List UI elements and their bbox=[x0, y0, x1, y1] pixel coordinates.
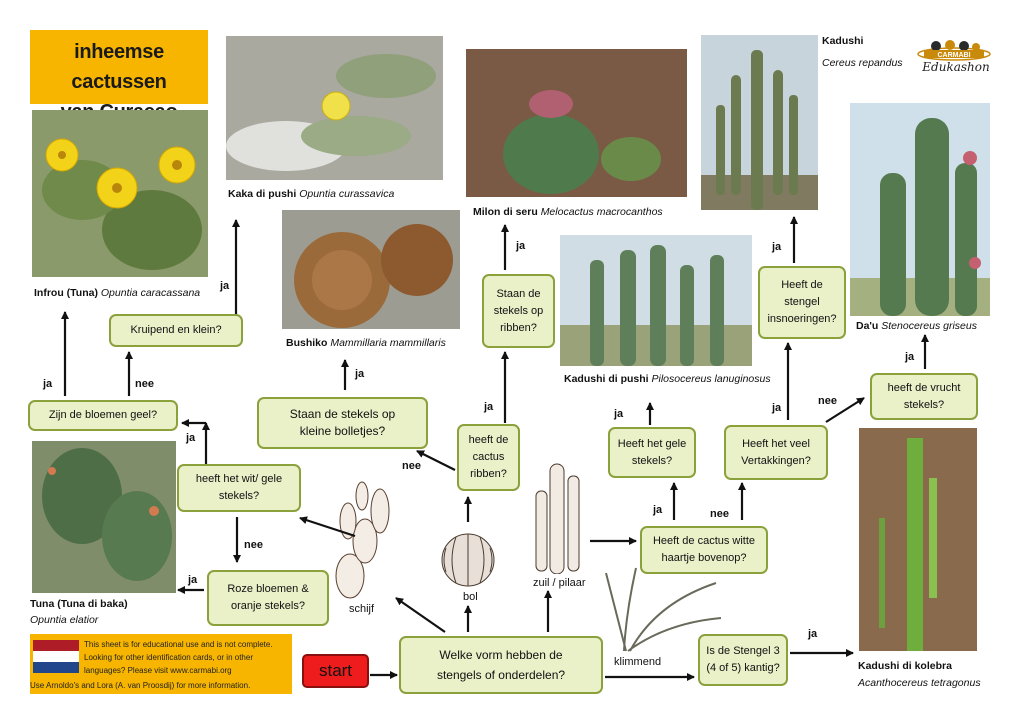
answer-yes: ja bbox=[186, 432, 196, 444]
answer-yes: ja bbox=[43, 378, 53, 390]
question-fruit-spines[interactable]: heeft de vrucht stekels? bbox=[870, 373, 978, 420]
photo-kaka-di-pushi bbox=[226, 36, 443, 180]
logo-brand: CARMABI bbox=[937, 52, 970, 59]
question-pink-flowers[interactable]: Roze bloemen & oranje stekels? bbox=[207, 570, 329, 626]
species-kolebra-latin: Acanthocereus tetragonus bbox=[858, 677, 981, 689]
answer-yes: ja bbox=[188, 574, 198, 586]
question-shape[interactable]: Welke vorm hebben de stengels of onderde… bbox=[399, 636, 603, 694]
photo-infrou bbox=[32, 110, 208, 277]
shape-label-disc: schijf bbox=[349, 603, 375, 615]
answer-no: nee bbox=[710, 508, 729, 520]
species-tuna-latin: Opuntia elatior bbox=[30, 614, 99, 626]
answer-yes: ja bbox=[653, 504, 663, 516]
photo-bushiko bbox=[282, 210, 460, 329]
question-constrictions[interactable]: Heeft de stengel insnoeringen? bbox=[758, 266, 846, 339]
species-milon: Milon di seru Melocactus macrocanthos bbox=[473, 206, 663, 218]
question-spines-bumps[interactable]: Staan de stekels op kleine bolletjes? bbox=[257, 397, 428, 449]
title-line-1: inheemse cactussen bbox=[71, 41, 167, 93]
question-has-ribs[interactable]: heeft de cactus ribben? bbox=[457, 424, 520, 491]
species-kadushi-latin: Cereus repandus bbox=[822, 57, 903, 69]
ball-shape-sketch bbox=[441, 533, 495, 587]
answer-yes: ja bbox=[905, 351, 915, 363]
photo-kadushi-di-kolebra bbox=[859, 428, 977, 651]
answer-no: nee bbox=[402, 460, 421, 472]
answer-no: nee bbox=[135, 378, 154, 390]
answer-yes: ja bbox=[808, 628, 818, 640]
shape-label-climbing: klimmend bbox=[614, 656, 662, 668]
climbing-shape-sketch bbox=[605, 567, 722, 652]
question-yellow-flowers[interactable]: Zijn de bloemen geel? bbox=[28, 400, 178, 431]
species-kaka: Kaka di pushi Opuntia curassavica bbox=[228, 188, 395, 200]
question-white-yellow-spines[interactable]: heeft het wit/ gele stekels? bbox=[177, 464, 301, 512]
species-bushiko: Bushiko Mammillaria mammillaris bbox=[286, 337, 446, 349]
question-spines-on-ribs[interactable]: Staan de stekels op ribben? bbox=[482, 274, 555, 348]
species-kadushi-common: Kadushi bbox=[822, 35, 864, 47]
answer-yes: ja bbox=[516, 240, 526, 252]
logo-script: Edukashon bbox=[921, 60, 989, 74]
question-many-branches[interactable]: Heeft het veel Vertakkingen? bbox=[724, 425, 828, 480]
species-kolebra-common: Kadushi di kolebra bbox=[858, 660, 952, 672]
photo-dau bbox=[850, 103, 990, 316]
answer-yes: ja bbox=[220, 280, 230, 292]
carmabi-logo: CARMABI Edukashon bbox=[910, 40, 998, 74]
answer-yes: ja bbox=[772, 402, 782, 414]
shape-label-column: zuil / pilaar bbox=[533, 577, 586, 589]
notice-footer: Use Arnoldo's and Lora (A. van Proosdij)… bbox=[30, 681, 251, 690]
answer-yes: ja bbox=[614, 408, 624, 420]
photo-kadushi bbox=[701, 35, 818, 210]
photo-milon-di-seru bbox=[466, 49, 687, 197]
question-creeping-small[interactable]: Kruipend en klein? bbox=[109, 314, 243, 347]
species-infrou: Infrou (Tuna) Opuntia caracassana bbox=[34, 287, 201, 299]
question-white-hairs[interactable]: Heeft de cactus witte haartje bovenop? bbox=[640, 526, 768, 574]
question-angled-stem[interactable]: Is de Stengel 3 (4 of 5) kantig? bbox=[698, 634, 788, 686]
start-button[interactable]: start bbox=[302, 654, 369, 688]
species-kadushi-di-pushi: Kadushi di pushi Pilosocereus lanuginosu… bbox=[564, 373, 771, 385]
answer-yes: ja bbox=[772, 241, 782, 253]
answer-no: nee bbox=[244, 539, 263, 551]
answer-yes: ja bbox=[355, 368, 365, 380]
species-tuna-common: Tuna (Tuna di baka) bbox=[30, 598, 128, 610]
photo-kadushi-di-pushi bbox=[560, 235, 752, 366]
photo-tuna bbox=[32, 441, 176, 593]
notice-box: This sheet is for educational use and is… bbox=[30, 634, 292, 694]
answer-no: nee bbox=[818, 395, 837, 407]
notice-text: This sheet is for educational use and is… bbox=[84, 640, 273, 675]
answer-yes: ja bbox=[484, 401, 494, 413]
title-banner: inheemse cactussen van Curaçao bbox=[30, 30, 208, 123]
column-shape-sketch bbox=[535, 463, 580, 574]
dutch-flag-icon bbox=[33, 640, 79, 673]
shape-label-ball: bol bbox=[463, 591, 478, 603]
question-yellow-spines[interactable]: Heeft het gele stekels? bbox=[608, 427, 696, 478]
disc-shape-sketch bbox=[335, 481, 390, 599]
species-dau: Da'u Stenocereus griseus bbox=[856, 320, 977, 332]
